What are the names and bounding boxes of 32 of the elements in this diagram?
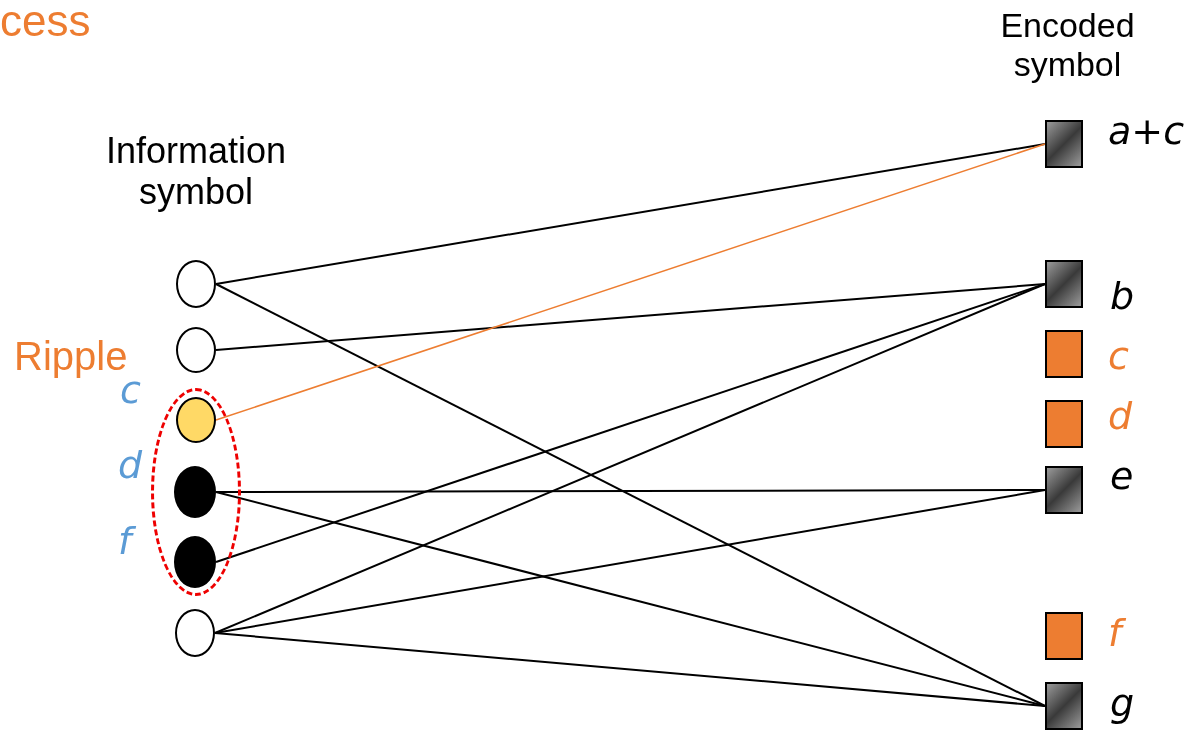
- symbol-label: d: [118, 444, 143, 488]
- symbol-circle: [176, 397, 216, 443]
- symbol-label: d: [1108, 395, 1133, 439]
- connector-line: [215, 143, 1046, 421]
- symbol-square: [1045, 400, 1083, 448]
- dashed-ellipse: [151, 388, 241, 596]
- symbol-square: [1045, 120, 1083, 168]
- symbol-square: [1045, 682, 1083, 730]
- symbol-square: [1045, 260, 1083, 308]
- symbol-square: [1045, 466, 1083, 514]
- symbol-square: [1045, 612, 1083, 660]
- symbol-label: a+c: [1108, 110, 1185, 154]
- title-fragment: cess: [0, 0, 92, 47]
- symbol-label: e: [1110, 455, 1134, 499]
- connector-line: [215, 491, 1046, 707]
- connector-line: [215, 143, 1046, 285]
- symbol-circle: [176, 260, 216, 308]
- symbol-circle: [176, 327, 216, 373]
- column-heading: Information symbol: [104, 130, 288, 213]
- symbol-label: g: [1110, 682, 1135, 726]
- symbol-label: b: [1110, 275, 1135, 319]
- column-heading: Encoded symbol: [999, 6, 1136, 85]
- symbol-label: c: [1108, 335, 1129, 379]
- connector-line: [214, 283, 1046, 634]
- connector-line: [215, 283, 1046, 351]
- connector-line: [215, 283, 1046, 563]
- connector-line: [214, 632, 1046, 707]
- symbol-square: [1045, 330, 1083, 378]
- symbol-circle: [174, 466, 216, 518]
- connector-line: [215, 283, 1046, 707]
- symbol-circle: [175, 609, 215, 657]
- symbol-circle: [174, 536, 216, 588]
